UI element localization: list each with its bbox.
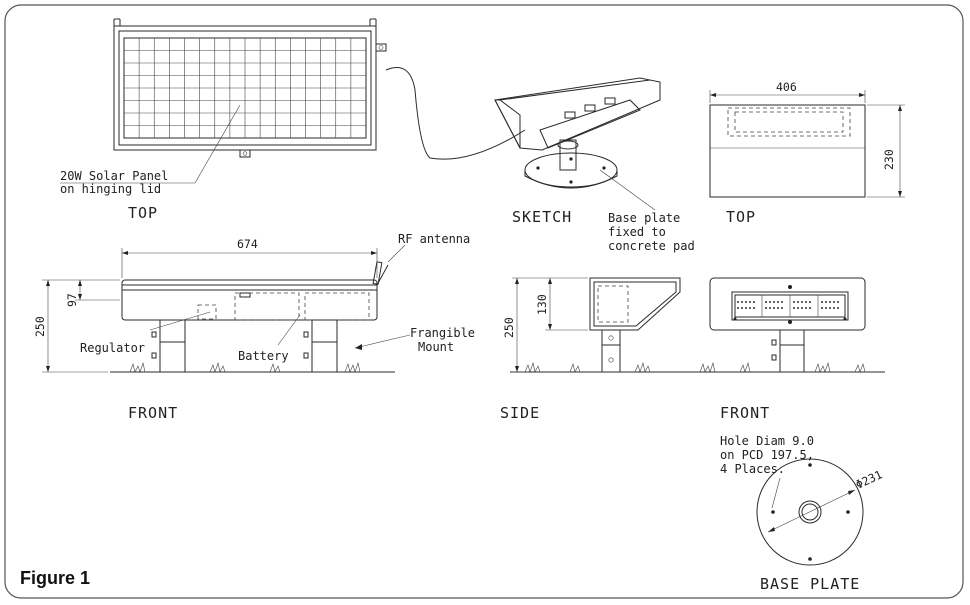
figure-caption: Figure 1 (20, 568, 90, 588)
solar-panel-label-2: on hinging lid (60, 182, 161, 196)
view-title-top-right: TOP (726, 208, 756, 226)
view-title-sketch: SKETCH (512, 208, 572, 226)
front-right-view (690, 277, 885, 374)
view-title-side: SIDE (500, 404, 540, 422)
dim-side-body: 130 (535, 294, 549, 315)
hole-note-3: 4 Places. (720, 462, 785, 476)
rf-antenna-label: RF antenna (398, 232, 470, 246)
regulator-label: Regulator (80, 341, 145, 355)
frangible-label-2: Mount (418, 340, 454, 354)
dim-front-body: 97 (65, 293, 79, 307)
view-title-top-left: TOP (128, 204, 158, 222)
hole-note-2: on PCD 197.5, (720, 448, 814, 462)
dim-front-height: 250 (33, 316, 47, 337)
sketch-view (494, 77, 661, 189)
dim-side-height: 250 (502, 317, 516, 338)
base-plate-note-2: fixed to (608, 225, 666, 239)
front-left-view (42, 244, 411, 374)
figure-border (4, 4, 964, 599)
solar-panel-label: 20W Solar Panel (60, 169, 168, 183)
view-title-base-plate: BASE PLATE (760, 575, 860, 593)
side-view (510, 277, 690, 374)
view-title-front-right: FRONT (720, 404, 770, 422)
view-title-front-left: FRONT (128, 404, 178, 422)
solar-cable (385, 67, 526, 160)
base-plate-view (756, 458, 864, 566)
dim-top-height: 230 (882, 149, 896, 170)
battery-label: Battery (238, 349, 289, 363)
solar-panel-top-view (113, 18, 387, 158)
base-plate-note-1: Base plate (608, 211, 680, 225)
dim-top-width: 406 (776, 80, 797, 94)
base-plate-note-3: concrete pad (608, 239, 695, 253)
hole-note-1: Hole Diam 9.0 (720, 434, 814, 448)
dim-front-width: 674 (237, 237, 258, 251)
frangible-label: Frangible (410, 326, 475, 340)
top-right-view (709, 90, 905, 198)
